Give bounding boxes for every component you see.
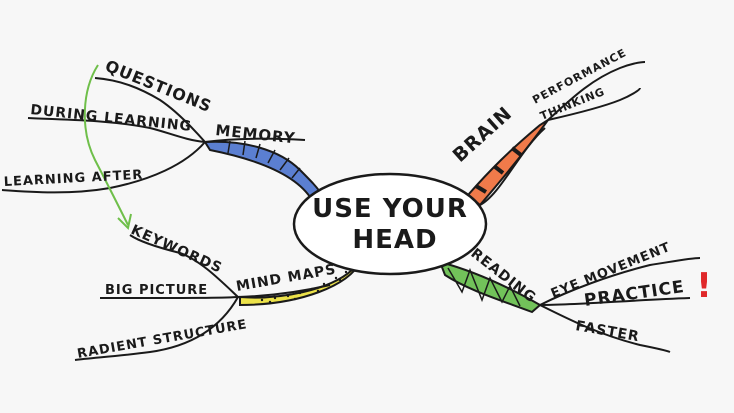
reading-branch-zigzag: [447, 267, 521, 307]
center-node: [292, 172, 488, 276]
thin-branches: [1, 61, 701, 361]
practice-exclamation-mark: !: [696, 266, 712, 306]
mindmaps-branch-dots: [260, 270, 348, 304]
mindmaps-child-keywords: KEYWORDS: [128, 222, 224, 277]
memory-child-questions: QUESTIONS: [103, 56, 215, 116]
mindmaps-child-big-picture: BIG PICTURE: [105, 283, 208, 298]
center-text-line1: USE YOUR: [312, 194, 468, 224]
reading-child-faster: FASTER: [574, 318, 641, 345]
memory-branch-fill: [203, 140, 324, 202]
brain-branch-stripes: [474, 146, 523, 194]
memory-child-learning-after: LEARNING AFTER: [3, 168, 143, 190]
center-text-line2: HEAD: [352, 225, 437, 255]
green-arrow: [83, 64, 132, 231]
memory-branch-hatch: [227, 140, 301, 179]
mindmaps-child-radient-structure: RADIENT STRUCTURE: [76, 317, 248, 362]
